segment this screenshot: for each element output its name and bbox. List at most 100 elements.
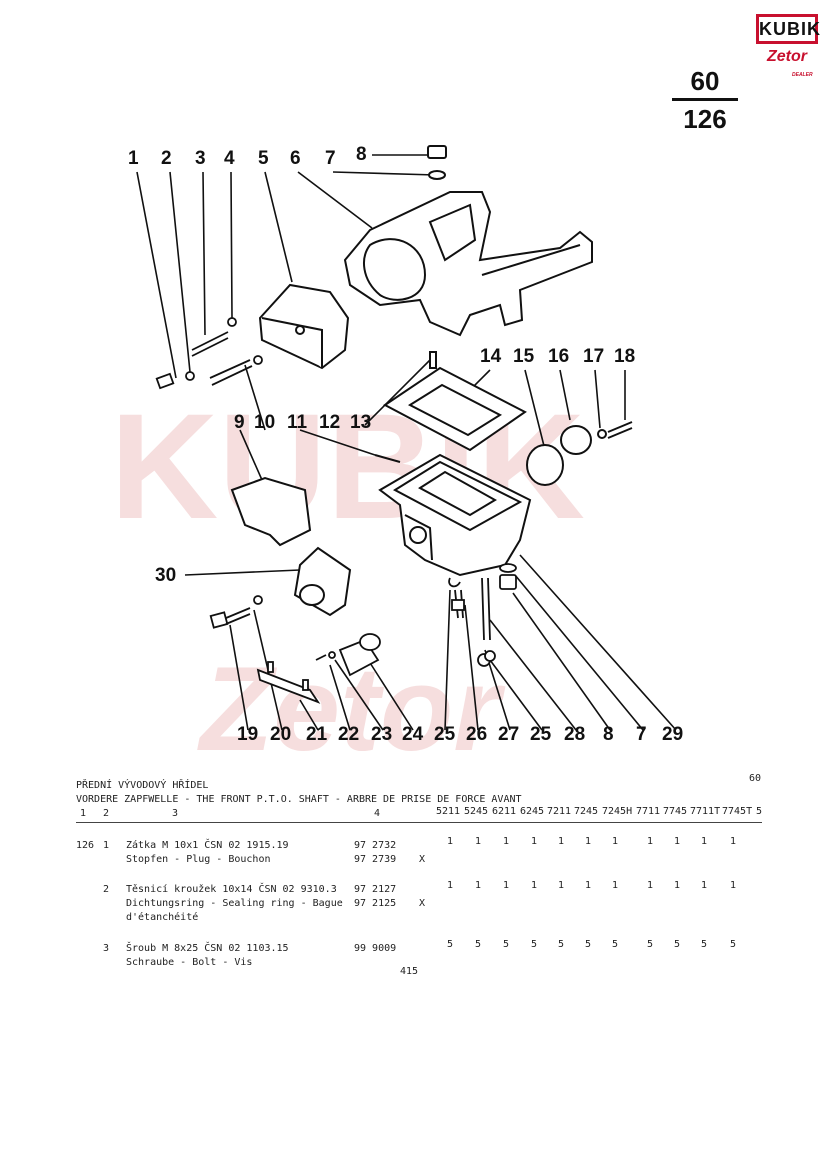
row-qty: 5 [701, 939, 708, 950]
callout-12: 12 [319, 412, 341, 433]
callout-1: 1 [128, 148, 139, 169]
logo-dealer-text: DEALER [792, 72, 813, 78]
model-header: 5245 [464, 806, 489, 817]
callout-6: 6 [290, 148, 301, 169]
row-qty: 1 [585, 836, 592, 847]
callout-24: 24 [402, 724, 424, 745]
row-qty: 1 [585, 880, 592, 891]
row-qty: 5 [447, 939, 454, 950]
row-qty: 1 [503, 836, 510, 847]
callout-10: 10 [254, 412, 276, 433]
col-header-2: 2 [103, 808, 110, 819]
row-desc: d'étanchéité [126, 912, 199, 923]
row-qty: 5 [585, 939, 592, 950]
page-number-bottom: 126 [683, 104, 727, 134]
row-qty: 5 [612, 939, 619, 950]
row-qty: 1 [447, 836, 454, 847]
page-number-top: 60 [690, 66, 720, 96]
row-qty: 1 [503, 880, 510, 891]
callout-25b: 25 [530, 724, 552, 745]
row-mark: X [419, 854, 426, 865]
callout-30: 30 [155, 565, 177, 586]
model-header: 7745 [663, 806, 688, 817]
callout-13: 13 [350, 412, 372, 433]
callout-7: 7 [325, 148, 336, 169]
callout-27: 27 [498, 724, 520, 745]
row-qty: 1 [647, 880, 654, 891]
row-qty: 5 [647, 939, 654, 950]
row-qty: 1 [701, 880, 708, 891]
model-header: 7745T [722, 806, 753, 817]
row-qty: 1 [475, 880, 482, 891]
row-qty: 1 [730, 836, 737, 847]
row-part: 97 2125 [354, 898, 397, 909]
model-header: 7245H [602, 806, 633, 817]
row-desc: Zátka M 10x1 ČSN 02 1915.19 [126, 840, 289, 851]
callout-23: 23 [371, 724, 393, 745]
row-part: 97 2127 [354, 884, 397, 895]
model-header: 7211 [547, 806, 572, 817]
row-desc: Těsnicí kroužek 10x14 ČSN 02 9310.3 [126, 884, 337, 895]
callout-14: 14 [480, 346, 502, 367]
callout-5: 5 [258, 148, 269, 169]
row-pos: 3 [103, 943, 110, 954]
row-qty: 5 [475, 939, 482, 950]
row-pos: 2 [103, 884, 110, 895]
model-header-last: 5 [756, 806, 763, 817]
callout-18: 18 [614, 346, 636, 367]
callout-29: 29 [662, 724, 684, 745]
row-group: 126 [76, 840, 95, 851]
row-pos: 1 [103, 840, 110, 851]
row-qty: 1 [558, 836, 565, 847]
row-desc: Šroub M 8x25 ČSN 02 1103.15 [126, 943, 289, 954]
section-page-ref: 60 [749, 773, 762, 784]
callout-11: 11 [287, 412, 308, 433]
row-desc: Schraube - Bolt - Vis [126, 957, 253, 968]
model-header: 6211 [492, 806, 517, 817]
callout-15: 15 [513, 346, 535, 367]
row-qty: 1 [447, 880, 454, 891]
header-divider [76, 822, 762, 823]
row-qty: 5 [674, 939, 681, 950]
model-header: 7711T [690, 806, 721, 817]
row-qty: 1 [531, 836, 538, 847]
row-qty: 1 [531, 880, 538, 891]
row-qty: 1 [612, 836, 619, 847]
model-header: 7245 [574, 806, 599, 817]
row-qty: 1 [674, 880, 681, 891]
exploded-parts-diagram [136, 145, 677, 731]
section-title-cz: PŘEDNÍ VÝVODOVÝ HŘÍDEL [76, 780, 209, 791]
callout-26: 26 [466, 724, 488, 745]
callout-20: 20 [270, 724, 292, 745]
row-desc: Dichtungsring - Sealing ring - Bague [126, 898, 343, 909]
row-qty: 5 [531, 939, 538, 950]
callout-4: 4 [224, 148, 235, 169]
row-mark: X [419, 898, 426, 909]
col-header-4: 4 [374, 808, 381, 819]
callout-21: 21 [306, 724, 328, 745]
row-part: 99 9009 [354, 943, 397, 954]
callout-16: 16 [548, 346, 570, 367]
row-qty: 1 [612, 880, 619, 891]
row-qty: 5 [730, 939, 737, 950]
model-header: 7711 [636, 806, 661, 817]
footer-page-number: 415 [400, 966, 419, 977]
row-part: 97 2732 [354, 840, 397, 851]
row-qty: 5 [558, 939, 565, 950]
row-qty: 1 [674, 836, 681, 847]
logo-kubik-text: KUBIK [759, 17, 821, 41]
callout-8b: 8 [603, 724, 614, 745]
model-header: 5211 [436, 806, 461, 817]
row-qty: 5 [503, 939, 510, 950]
callout-9: 9 [234, 412, 245, 433]
row-qty: 1 [701, 836, 708, 847]
callout-22: 22 [338, 724, 360, 745]
col-header-1: 1 [80, 808, 87, 819]
callout-19: 19 [237, 724, 259, 745]
callout-8: 8 [356, 144, 367, 165]
row-qty: 1 [647, 836, 654, 847]
callout-7b: 7 [636, 724, 647, 745]
row-qty: 1 [558, 880, 565, 891]
logo-zetor-text: Zetor [767, 48, 807, 65]
